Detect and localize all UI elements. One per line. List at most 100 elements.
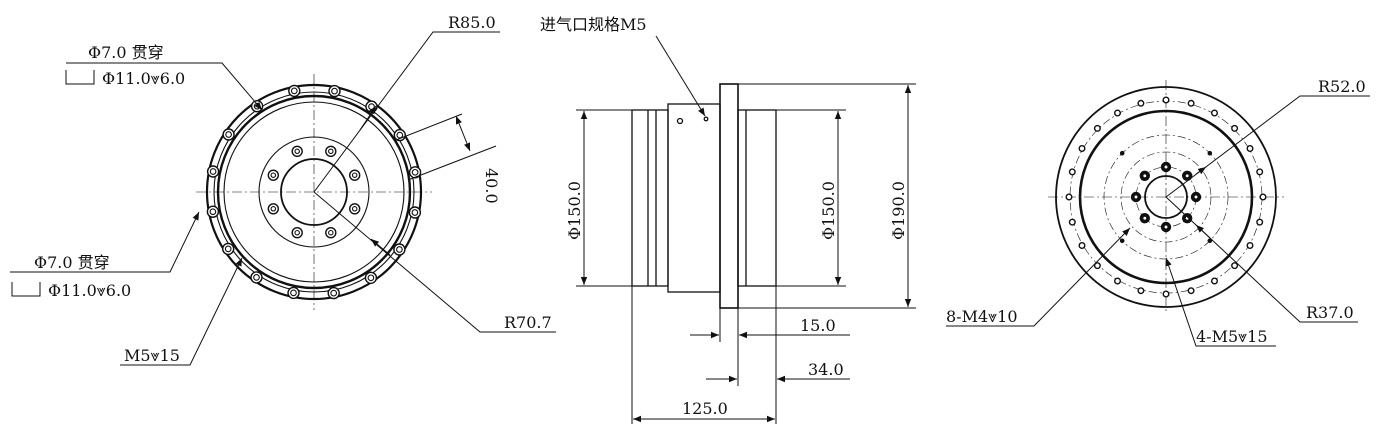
right-outer-hole — [1065, 193, 1073, 201]
leader-air-inlet — [655, 35, 706, 117]
dim-40-label: 40.0 — [482, 168, 501, 204]
middle-housing — [667, 103, 721, 293]
right-outer-hole — [1256, 168, 1264, 176]
thread-m5-right-label: 4-M5⩔15 — [1196, 327, 1268, 346]
counterbore-top-label: Φ11.0⩔6.0 — [102, 69, 185, 88]
flange — [719, 83, 739, 309]
dim-150-left-label: Φ150.0 — [565, 181, 584, 240]
left-outer-hole-core — [331, 87, 338, 95]
leader-through-top — [66, 62, 263, 111]
right-m5-holes — [1119, 150, 1213, 244]
right-outer-hole — [1093, 124, 1101, 132]
right-outer-hole — [1068, 168, 1076, 176]
air-inlet-label: 进气口规格M5 — [540, 15, 647, 34]
left-outer-hole-core — [330, 289, 338, 297]
right-m5-mark — [1119, 238, 1125, 244]
right-outer-hole — [1187, 99, 1195, 107]
left-inner-bolt-holes — [267, 145, 361, 239]
right-outer-hole — [1231, 262, 1239, 270]
right-m5-mark — [1207, 150, 1213, 156]
air-inlet-port-2 — [703, 116, 709, 122]
right-outer-hole — [1259, 193, 1267, 201]
right-m4-holes — [1130, 161, 1202, 233]
right-outer-hole — [1231, 124, 1239, 132]
dim-125-label: 125.0 — [682, 399, 728, 418]
left-outer-hole-core — [224, 245, 232, 253]
leader-r707 — [313, 191, 556, 333]
leader-r85 — [313, 31, 500, 193]
right-m4-hole-core — [1163, 224, 1169, 230]
r37-arrow — [1195, 224, 1211, 239]
left-housing — [631, 109, 669, 287]
left-inner-hole-core — [270, 206, 277, 212]
right-outer-hole — [1137, 287, 1145, 295]
dim-34-label: 34.0 — [808, 360, 844, 379]
right-m4-hole-core — [1142, 215, 1148, 221]
right-outer-hole — [1162, 96, 1170, 104]
right-outer-hole — [1162, 290, 1170, 298]
left-outer-hole-core — [209, 208, 217, 216]
leader-m5 — [120, 257, 243, 366]
left-inner-hole-core — [328, 229, 334, 236]
dim-150-mid-label: Φ150.0 — [819, 181, 838, 240]
left-inner-hole-core — [294, 229, 300, 236]
dim-40-line — [455, 115, 471, 152]
dim-190-label: Φ190.0 — [889, 181, 908, 240]
right-outer-hole — [1246, 241, 1254, 249]
leader-m5-right — [1165, 257, 1276, 347]
left-outer-hole-core — [411, 168, 419, 176]
right-outer-hole — [1210, 109, 1218, 117]
left-outer-hole-core — [290, 289, 297, 297]
left-outer-hole-core — [368, 103, 375, 110]
left-outer-hole-core — [253, 274, 260, 281]
right-m5-mark — [1119, 150, 1125, 156]
left-inner-hole-core — [294, 148, 300, 155]
right-outer-hole — [1093, 262, 1101, 270]
air-inlet-port — [676, 117, 684, 125]
left-outer-hole-core — [290, 87, 298, 95]
dim-15-label: 15.0 — [800, 316, 836, 335]
thread-m5-label: M5⩔15 — [124, 346, 180, 365]
r85-arrow — [359, 105, 377, 131]
left-outer-hole-core — [225, 131, 232, 138]
left-outer-hole-core — [411, 209, 419, 216]
radius-r85-label: R85.0 — [448, 13, 496, 32]
right-outer-hole — [1078, 144, 1086, 152]
counterbore-symbol-bottom — [11, 282, 41, 297]
right-outer-hole — [1187, 287, 1195, 295]
thread-m4-label: 8-M4⩔10 — [946, 307, 1018, 326]
right-view — [1048, 80, 1284, 314]
through-hole-bottom-label: Φ7.0 贯穿 — [34, 253, 110, 272]
right-m5-mark — [1207, 238, 1213, 244]
right-outer-holes — [1065, 96, 1267, 298]
right-housing — [737, 109, 777, 287]
through-hole-top-label: Φ7.0 贯穿 — [88, 43, 164, 62]
ext-40-b — [407, 145, 497, 181]
leader-r52 — [1165, 95, 1370, 198]
right-outer-hole — [1078, 241, 1086, 249]
leader-r37 — [1165, 196, 1358, 323]
left-inner-hole-core — [351, 206, 358, 212]
side-view — [631, 83, 777, 309]
right-m4-hole-core — [1142, 173, 1148, 179]
leader-m4 — [946, 227, 1131, 327]
radius-r37-label: R37.0 — [1306, 303, 1354, 322]
right-outer-hole — [1246, 144, 1254, 152]
right-outer-hole — [1113, 109, 1121, 117]
right-outer-hole — [1137, 99, 1145, 107]
left-outer-hole-core — [396, 131, 404, 139]
right-outer-hole — [1210, 277, 1218, 285]
left-inner-hole-core — [270, 172, 277, 178]
radius-r707-label: R70.7 — [504, 313, 552, 332]
r52-arrow — [1195, 166, 1207, 175]
right-m4-hole-core — [1184, 173, 1190, 179]
right-m4-hole-core — [1193, 194, 1199, 200]
left-outer-hole-core — [396, 246, 403, 253]
right-outer-hole — [1068, 218, 1076, 226]
leader-through-bottom — [10, 211, 200, 273]
counterbore-bottom-label: Φ11.0⩔6.0 — [48, 281, 131, 300]
right-outer-hole — [1113, 277, 1121, 285]
right-m4-hole-core — [1133, 194, 1139, 200]
radius-r52-label: R52.0 — [1318, 77, 1366, 96]
